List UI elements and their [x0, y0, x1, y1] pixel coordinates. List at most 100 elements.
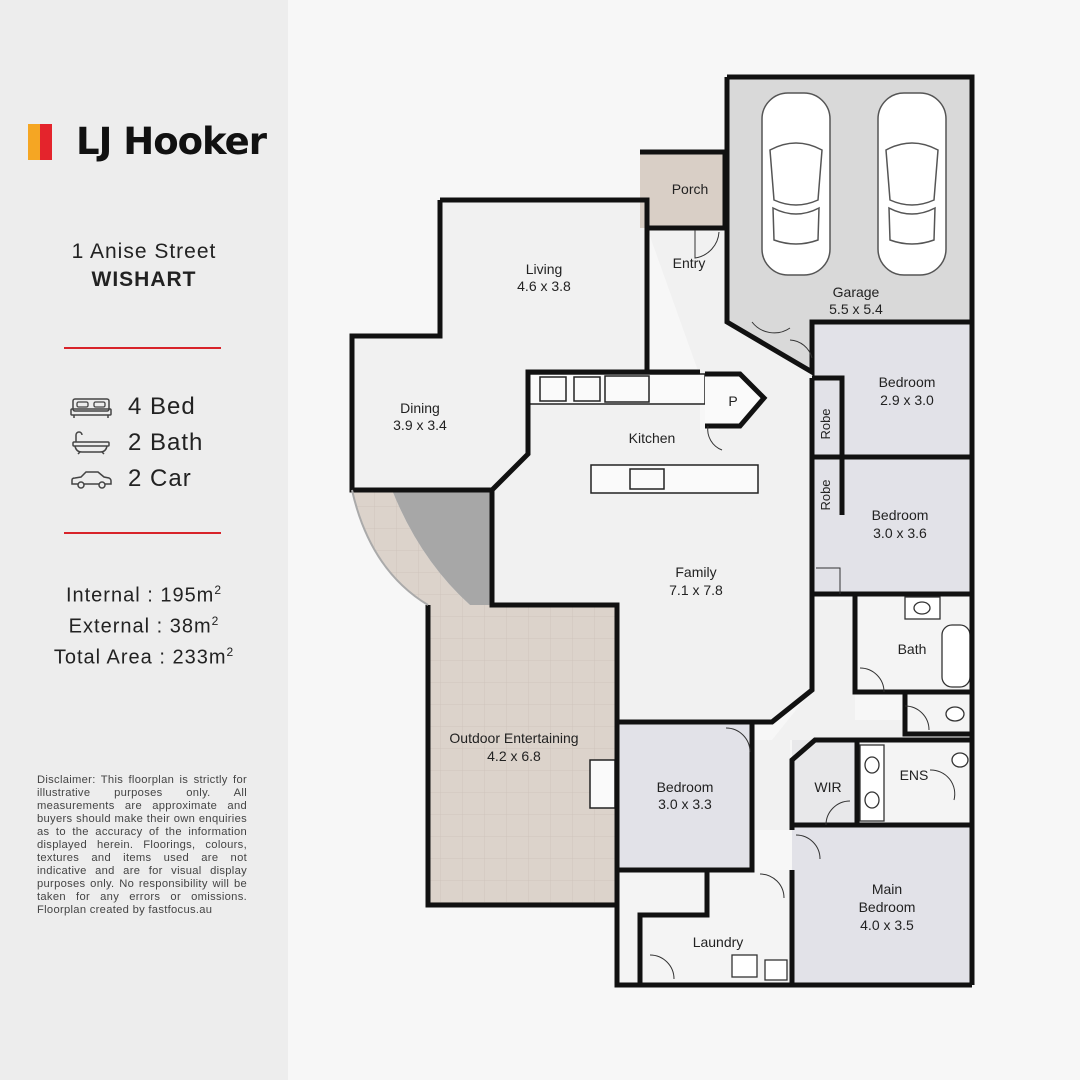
- label-entry: Entry: [673, 255, 706, 271]
- outdoor-curve-edge: [351, 489, 429, 606]
- label-robe2: Robe: [818, 479, 833, 510]
- wc-toilet: [945, 706, 965, 722]
- label-pantry: P: [728, 393, 737, 409]
- internal-area-sup: 2: [214, 583, 223, 597]
- label-dining: Dining: [400, 400, 440, 416]
- internal-area: Internal : 195m2: [0, 583, 288, 608]
- hall-floor: [617, 228, 905, 870]
- label-living-dims: 4.6 x 3.8: [517, 278, 571, 294]
- main-bedroom-floor: [792, 825, 972, 985]
- wall-living-dining: [349, 197, 700, 493]
- door-pantry: [707, 425, 723, 451]
- label-outdoor-dims: 4.2 x 6.8: [487, 748, 541, 764]
- label-bedroom3-dims: 3.0 x 3.3: [658, 796, 712, 812]
- outdoor-curve-grey: [392, 490, 492, 605]
- bbq: [589, 759, 616, 809]
- door-bedroom2: [816, 567, 841, 594]
- room-labels: Porch Entry Garage 5.5 x 5.4 Living 4.6 …: [393, 181, 935, 950]
- door-bath: [859, 667, 885, 693]
- disclaimer-text: Disclaimer: This floorplan is strictly f…: [37, 774, 247, 916]
- feature-beds-label: 4 Bed: [128, 393, 196, 420]
- door-main: [795, 834, 821, 860]
- door-ens: [929, 769, 956, 801]
- suburb: WISHART: [91, 268, 197, 291]
- door-wc: [904, 705, 930, 731]
- total-area-sup: 2: [226, 645, 235, 659]
- internal-area-label: Internal : 195m: [65, 584, 215, 607]
- external-area-sup: 2: [211, 614, 220, 628]
- bath-basin: [913, 601, 931, 615]
- bathroom-fixtures: [731, 596, 971, 981]
- label-dining-dims: 3.9 x 3.4: [393, 417, 447, 433]
- wall-family-east: [617, 594, 815, 725]
- label-bath: Bath: [898, 641, 927, 657]
- label-main: Main: [872, 881, 902, 897]
- total-area: Total Area : 233m2: [0, 645, 288, 670]
- label-main-dims: 4.0 x 3.5: [860, 917, 914, 933]
- door-entry: [694, 230, 720, 259]
- door-bedroom1: [789, 339, 813, 359]
- kitchen-fixtures: [527, 373, 759, 809]
- external-area: External : 38m2: [0, 614, 288, 639]
- ens-basin-1: [864, 756, 880, 774]
- feature-baths-label: 2 Bath: [128, 429, 204, 456]
- street-address: 1 Anise Street: [71, 240, 217, 263]
- label-bedroom2: Bedroom: [872, 507, 929, 523]
- label-family-dims: 7.1 x 7.8: [669, 582, 723, 598]
- door-wir: [825, 800, 851, 826]
- dishwasher: [573, 376, 601, 402]
- feature-cars-label: 2 Car: [128, 465, 192, 492]
- door-laundry-inner: [759, 873, 785, 899]
- wall-wir-ens: [789, 737, 972, 830]
- bedroom2-floor: [812, 457, 972, 594]
- porch-floor: [640, 152, 725, 228]
- wall-laundry: [614, 867, 972, 988]
- car-icon: [71, 471, 112, 489]
- door-bedroom3: [725, 727, 751, 753]
- external-area-label: External : 38m: [68, 615, 212, 638]
- bathtub-icon: [72, 431, 110, 455]
- label-family: Family: [675, 564, 716, 580]
- label-porch: Porch: [672, 181, 709, 197]
- divider: [64, 532, 221, 534]
- wir-floor: [792, 740, 857, 825]
- door-garage: [751, 321, 791, 334]
- info-sidebar: LJ Hooker 1 Anise Street WISHART 4 Bed 2…: [0, 0, 288, 1080]
- car-left-icon: [761, 92, 831, 276]
- logo-mark-icon: [28, 123, 64, 160]
- feature-beds: 4 Bed: [70, 393, 196, 421]
- outdoor-curve-tiles: [352, 490, 470, 605]
- bed-icon: [70, 398, 112, 418]
- ens-basin-2: [864, 791, 880, 809]
- wall-garage: [724, 74, 975, 377]
- feature-cars: 2 Car: [70, 465, 192, 493]
- pantry-wall: [705, 371, 768, 429]
- label-robe1: Robe: [818, 408, 833, 439]
- label-laundry: Laundry: [693, 934, 744, 950]
- label-garage: Garage: [833, 284, 880, 300]
- brand-name: LJ Hooker: [76, 120, 267, 163]
- label-garage-dims: 5.5 x 5.4: [829, 301, 883, 317]
- fridge: [539, 376, 567, 402]
- label-ens: ENS: [900, 767, 929, 783]
- washing-machine: [764, 959, 788, 981]
- walls: [349, 74, 975, 988]
- kitchen-island: [590, 464, 759, 494]
- car-right-icon: [877, 92, 947, 276]
- label-bedroom1-dims: 2.9 x 3.0: [880, 392, 934, 408]
- bathtub: [941, 624, 971, 688]
- total-area-label: Total Area : 233m: [53, 646, 227, 669]
- door-laundry-outer: [649, 954, 675, 980]
- label-kitchen: Kitchen: [629, 430, 676, 446]
- outdoor-entertaining-floor: [428, 605, 617, 905]
- label-bedroom3: Bedroom: [657, 779, 714, 795]
- label-living: Living: [526, 261, 563, 277]
- bedroom1-floor: [812, 322, 972, 457]
- door-swings: [649, 230, 956, 980]
- island-sink: [629, 468, 665, 490]
- ens-toilet: [951, 752, 969, 768]
- label-bedroom1: Bedroom: [879, 374, 936, 390]
- living-floor: [352, 200, 647, 490]
- cooktop: [604, 375, 650, 403]
